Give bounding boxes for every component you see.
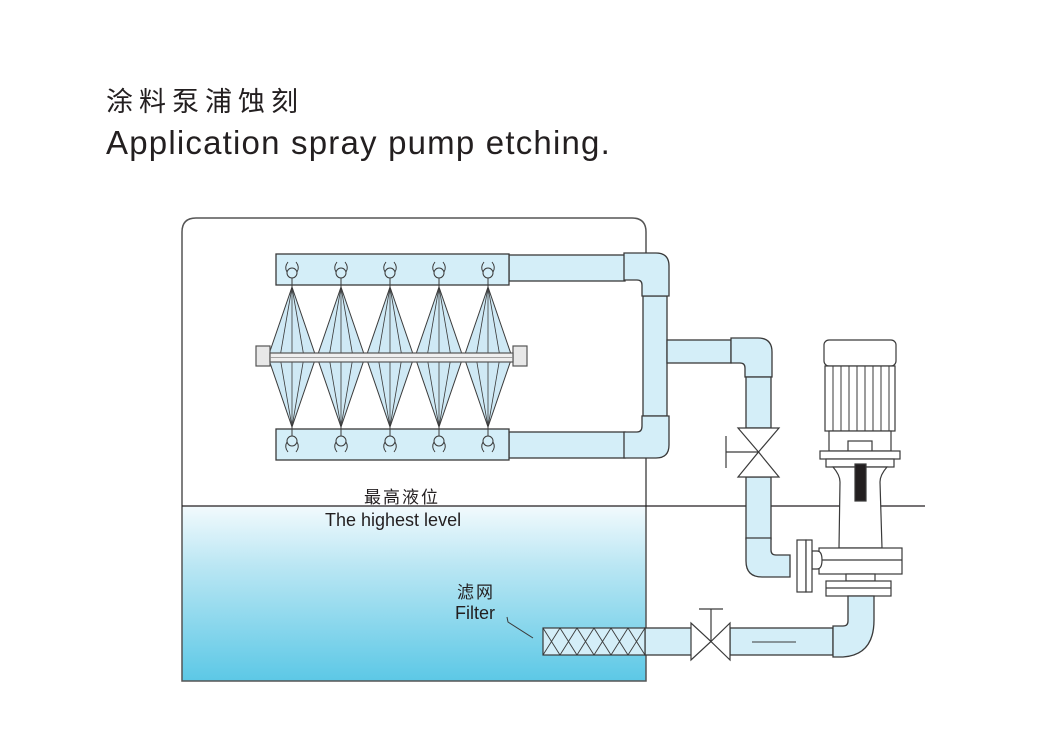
spray-line — [426, 286, 440, 358]
vertical-manifold-pipe — [642, 295, 668, 417]
mesh-line — [559, 627, 578, 656]
nozzles — [285, 261, 495, 453]
filter-label-en: Filter — [455, 603, 495, 623]
spray-line — [475, 356, 489, 428]
spray-pipes — [508, 252, 791, 578]
pump-casing — [818, 547, 903, 575]
inlet-flange — [796, 539, 807, 593]
suction-line — [644, 595, 875, 658]
spray-line — [279, 286, 293, 358]
title-english: Application spray pump etching. — [106, 124, 611, 161]
spray-line — [279, 356, 293, 428]
spray-line — [389, 356, 403, 428]
spray-line — [328, 286, 342, 358]
nozzle-icon — [334, 441, 348, 453]
nozzle-icon — [383, 441, 397, 453]
spray-line — [377, 356, 391, 428]
spray-line — [377, 286, 391, 358]
nozzle-icon — [285, 261, 299, 273]
suction-elbow — [832, 595, 875, 658]
motor-cap — [823, 339, 897, 367]
suction-pipe-tank — [644, 627, 693, 656]
spray-line — [328, 356, 342, 428]
suction-valve[interactable] — [690, 608, 731, 662]
discharge-lower-pipe — [745, 476, 772, 540]
motor-body — [824, 365, 896, 432]
branch-pipe — [666, 339, 732, 364]
spray-line — [426, 356, 440, 428]
nozzle-icon — [481, 261, 495, 273]
left-bearing — [255, 345, 271, 367]
mesh-line — [576, 627, 595, 656]
filter-label-cn: 滤网 — [457, 583, 495, 603]
spray-line — [291, 356, 305, 428]
highest-level-label-cn: 最高液位 — [364, 488, 440, 508]
mesh-line — [542, 627, 561, 656]
discharge-down-pipe — [745, 376, 772, 429]
highest-level-label-en: The highest level — [325, 510, 461, 530]
spray-line — [340, 286, 354, 358]
nozzle-icon — [432, 261, 446, 273]
right-bearing — [512, 345, 528, 367]
bottom-header-outlet-pipe — [508, 431, 626, 459]
spray-line — [438, 356, 452, 428]
pump-inlet-elbow — [745, 537, 791, 578]
vertical-pump[interactable] — [796, 339, 903, 597]
spray-line — [389, 286, 403, 358]
mount-flange — [819, 450, 901, 460]
mesh-line — [610, 627, 629, 656]
top-header-outlet-pipe — [508, 254, 626, 282]
bottom-elbow — [623, 415, 670, 459]
spray-line — [487, 356, 501, 428]
spray-line — [487, 286, 501, 358]
spray-line — [438, 286, 452, 358]
tank-wall — [181, 217, 647, 682]
mesh-line — [627, 627, 646, 656]
pump-shaft — [854, 463, 867, 502]
nozzle-icon — [383, 261, 397, 273]
top-elbow — [623, 252, 670, 297]
conveyor-shaft — [255, 345, 528, 367]
bottom-spray-header — [275, 428, 510, 461]
nozzle-icon — [285, 441, 299, 453]
nozzle-icon — [481, 441, 495, 453]
filter-screen — [506, 616, 646, 656]
nozzle-icon — [334, 261, 348, 273]
spray-line — [475, 286, 489, 358]
discharge-valve[interactable] — [725, 427, 781, 478]
mesh-line — [593, 627, 612, 656]
motor-fins — [832, 366, 890, 431]
title-chinese: 涂料泵浦蚀刻 — [106, 87, 304, 118]
nozzle-icon — [432, 441, 446, 453]
top-spray-header — [275, 253, 510, 286]
spray-line — [291, 286, 305, 358]
branch-elbow — [730, 337, 773, 378]
filter-leader-line — [506, 616, 534, 639]
spray-line — [340, 356, 354, 428]
